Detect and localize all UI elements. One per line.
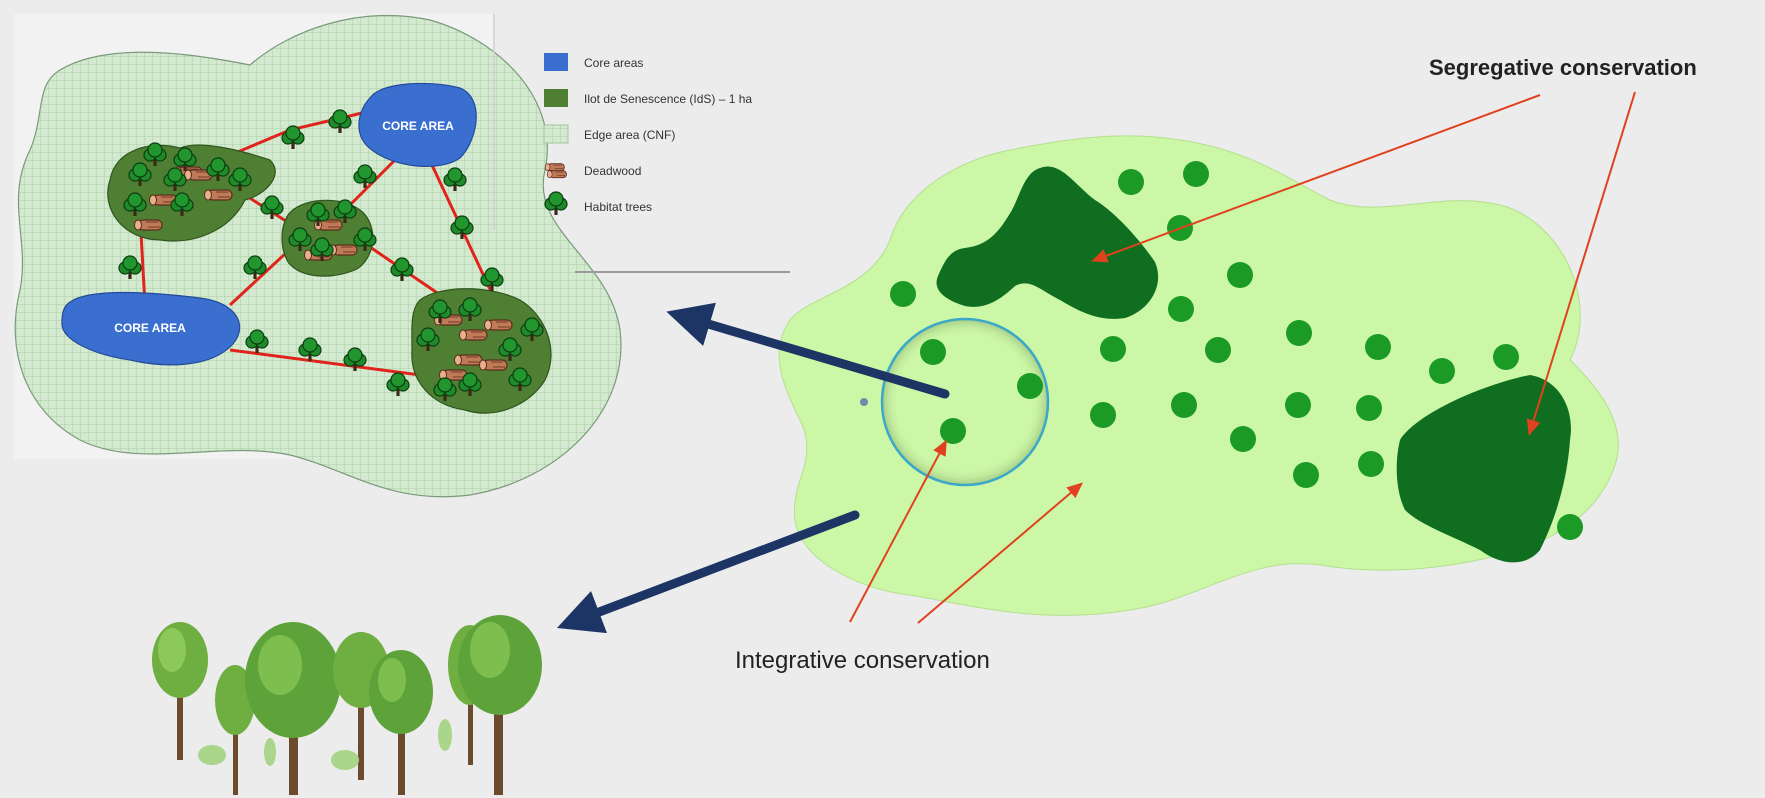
navy-arrows [556, 302, 950, 634]
integrative-label: Integrative conservation [735, 647, 990, 674]
tree-icon [458, 615, 542, 795]
tree-icon [245, 622, 341, 795]
pointer-segregative-2 [1526, 91, 1636, 436]
legend-label: Ilot de Senescence (IdS) – 1 ha [584, 92, 752, 106]
legend-label: Habitat trees [584, 200, 652, 214]
core-area [61, 291, 241, 366]
legend: Core areas Ilot de Senescence (IdS) – 1 … [543, 53, 752, 216]
ids-patch [107, 144, 276, 242]
landscape-map [778, 135, 1619, 616]
sapling-icons [198, 719, 452, 770]
legend-label: Core areas [584, 56, 643, 70]
arrow-to-inset [666, 302, 950, 399]
arrow-to-forest [556, 510, 860, 634]
legend-swatch-edge [543, 124, 569, 144]
segregative-patch [936, 166, 1159, 319]
pointer-integrative-2 [917, 482, 1084, 624]
deadwood-icon [544, 163, 567, 179]
tree-icon [215, 665, 255, 795]
forest-illustration [152, 615, 542, 795]
core-area [358, 82, 477, 168]
center-point [860, 398, 868, 406]
inset-map: CORE AREA CORE AREA [14, 14, 790, 498]
pointer-integrative-1 [849, 439, 947, 623]
pointer-arrows [849, 91, 1636, 624]
core-area-label: CORE AREA [114, 321, 186, 335]
tree-icon [152, 622, 208, 760]
sampling-circle [880, 317, 1050, 487]
segregative-label: Segregative conservation [1429, 55, 1697, 80]
tree-icon [369, 650, 433, 795]
habitat-tree-dots [890, 161, 1583, 540]
legend-label: Deadwood [584, 164, 641, 178]
core-area-label: CORE AREA [382, 119, 454, 133]
legend-swatch-core [544, 53, 568, 71]
pointer-segregative-1 [1091, 94, 1541, 263]
legend-swatch-ids [544, 89, 568, 107]
legend-label: Edge area (CNF) [584, 128, 675, 142]
